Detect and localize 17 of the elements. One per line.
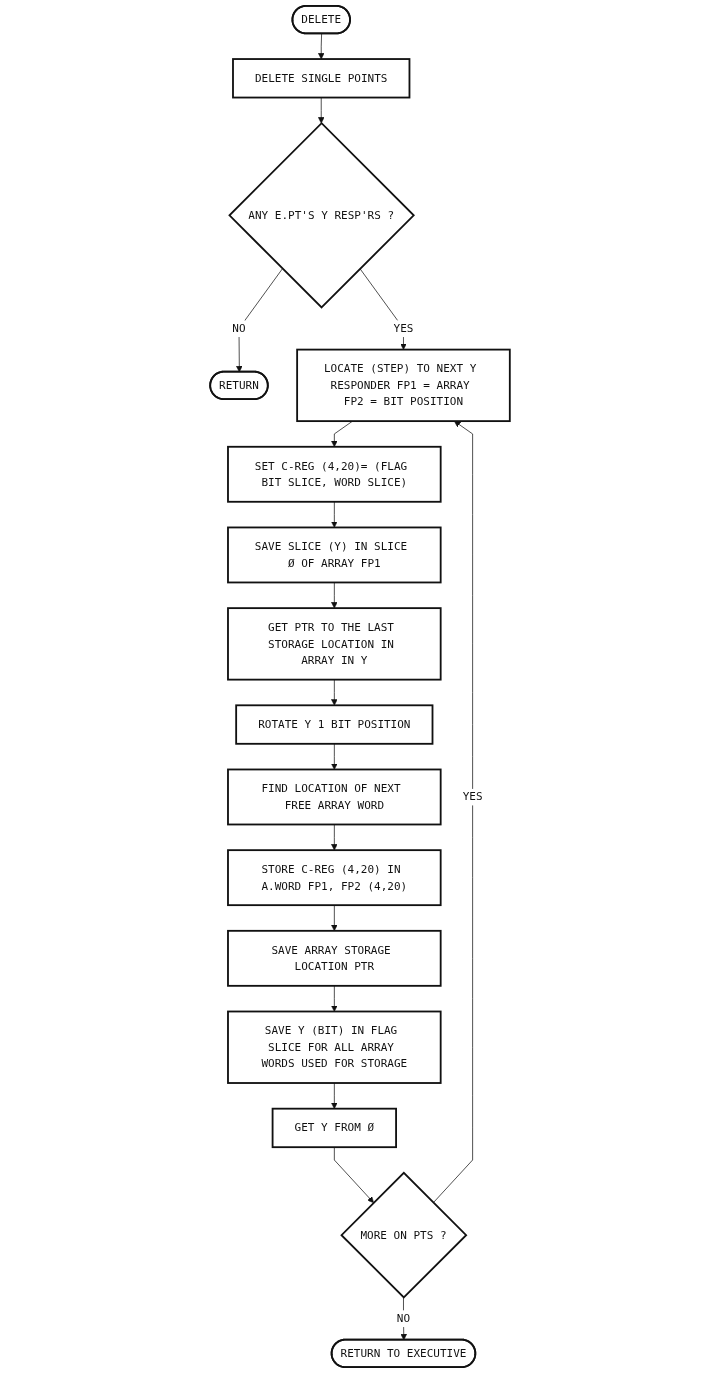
node-box: SET C-REG (4,20)= (FLAG BIT SLICE, WORD SLICE) [227,445,442,503]
node-box: SAVE SLICE (Y) IN SLICE Ø OF ARRAY FP1 [227,526,442,584]
node-diamond: ANY E.PT'S Y RESP'RS ? [228,121,415,309]
node-box: GET Y FROM Ø [271,1107,397,1149]
node-box: SAVE Y (BIT) IN FLAG SLICE FOR ALL ARRAY WORDS USED FOR STORAGE [227,1010,442,1084]
edge-label: NO [232,321,246,335]
node-box: SAVE ARRAY STORAGE LOCATION PTR [227,929,442,987]
edge-label: NO [396,1311,411,1325]
node-box: STORE C-REG (4,20) IN A.WORD FP1, FP2 (4,20) [227,849,442,907]
node-box: FIND LOCATION OF NEXT FREE ARRAY WORD [227,768,442,826]
node-box: LOCATE (STEP) TO NEXT Y RESPONDER FP1 = ARRAY FP2 = BIT POSITION [296,348,511,423]
edge-label: YES [393,321,414,335]
node-diamond: MORE ON PTS ? [340,1171,468,1299]
node-box: ROTATE Y 1 BIT POSITION [235,704,434,745]
node-box: DELETE SINGLE POINTS [232,58,411,99]
node-box: GET PTR TO THE LAST STORAGE LOCATION IN ARRAY IN Y [227,607,442,681]
edge-label: YES [462,790,483,804]
